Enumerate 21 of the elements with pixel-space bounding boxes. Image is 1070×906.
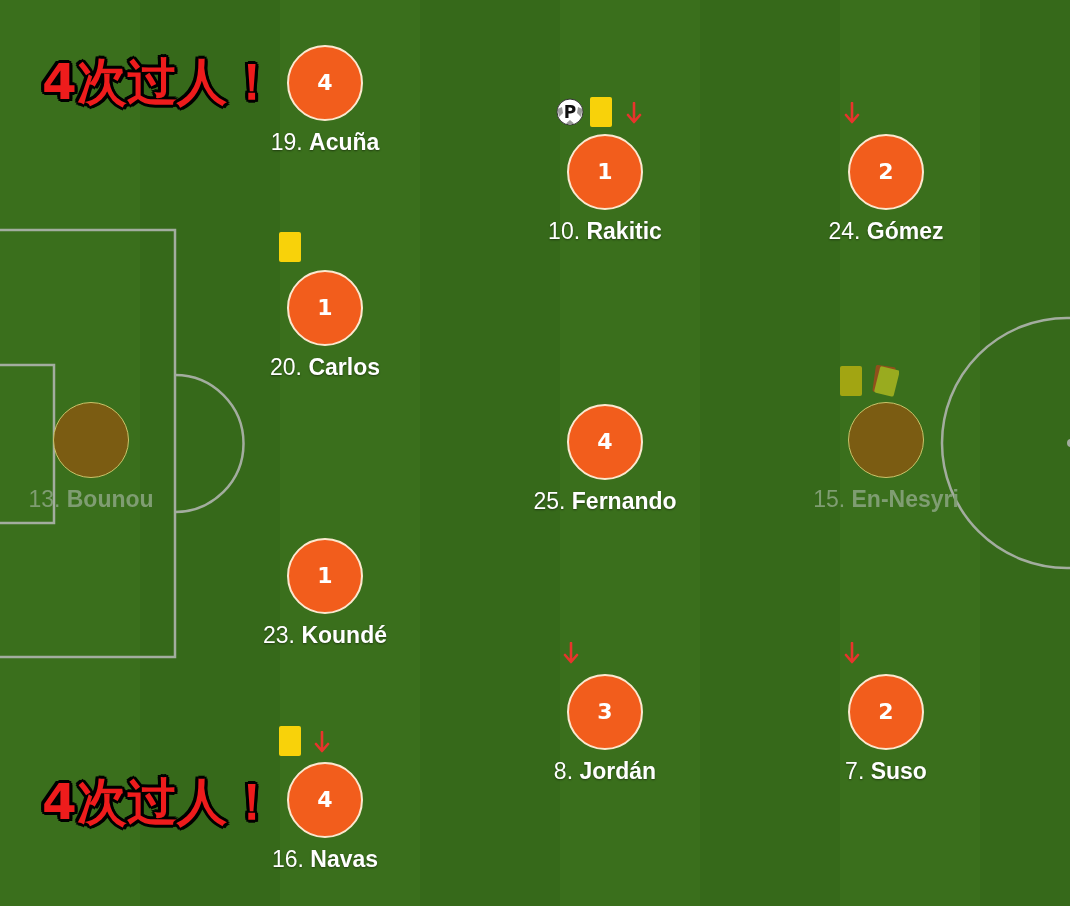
player-name: 24. Gómez — [828, 218, 944, 245]
player-number: 3 — [597, 701, 613, 723]
player-name: 8. Jordán — [553, 758, 657, 785]
penalty-label: P — [563, 103, 577, 121]
player-number: 1 — [317, 565, 333, 587]
player-number: 4 — [597, 431, 613, 453]
player-name: 23. Koundé — [263, 622, 387, 649]
player-number: 1 — [317, 297, 333, 319]
player-name: 7. Suso — [845, 758, 927, 785]
player-name: 10. Rakitic — [548, 218, 662, 245]
player-name: 19. Acuña — [270, 129, 380, 156]
player-name: 25. Fernando — [533, 488, 677, 515]
annotation-text: 4次过人！ — [42, 57, 277, 107]
player-number: 2 — [878, 701, 894, 723]
player-number: 1 — [597, 161, 613, 183]
player-name: 16. Navas — [271, 846, 379, 873]
player-number: 4 — [317, 789, 333, 811]
player-number: 2 — [878, 161, 894, 183]
annotation-text: 4次过人！ — [42, 777, 277, 827]
player-name: 20. Carlos — [270, 354, 380, 381]
player-number: 4 — [317, 72, 333, 94]
